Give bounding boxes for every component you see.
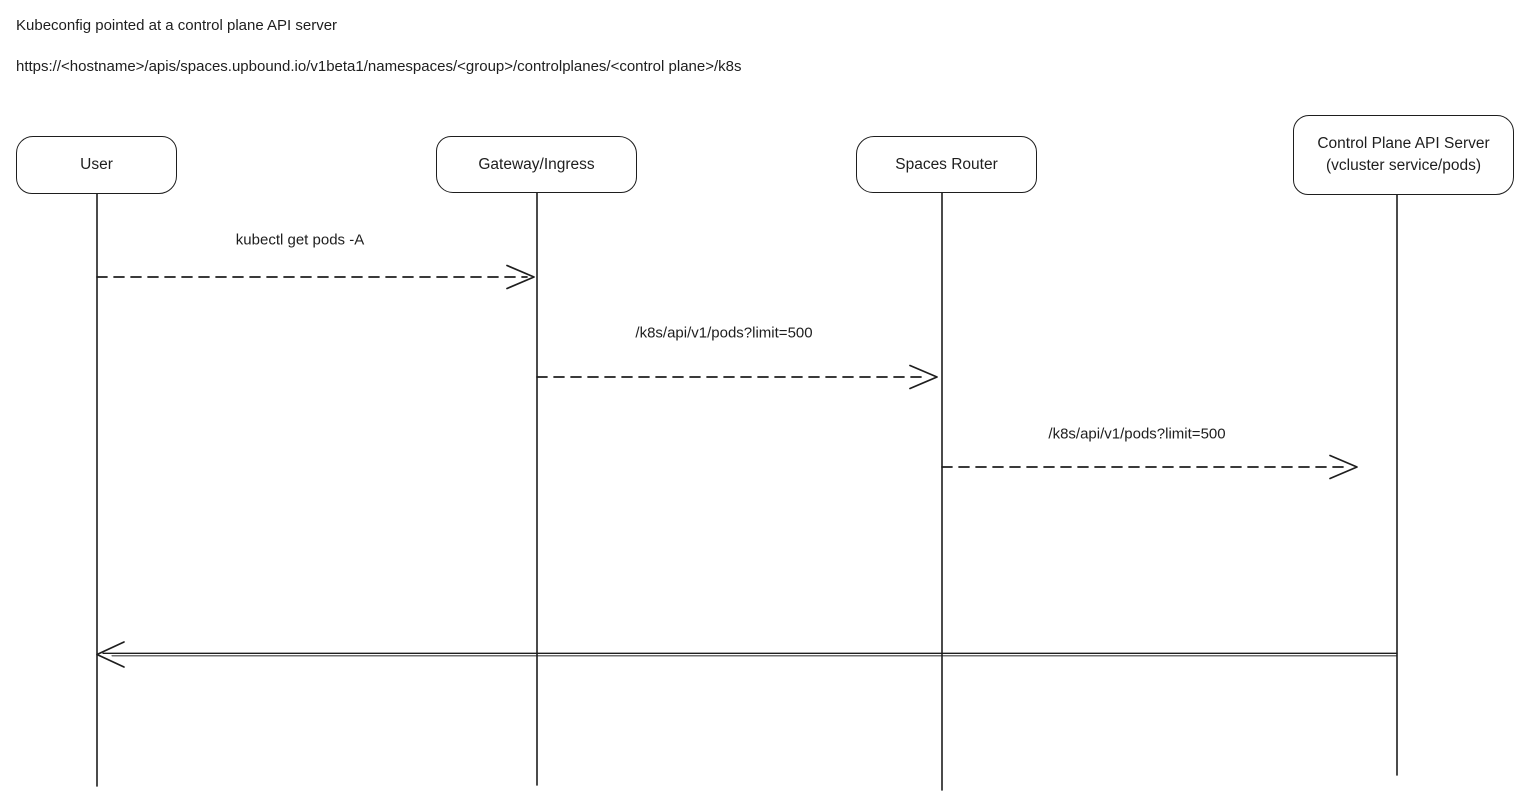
actor-user: User bbox=[16, 136, 177, 194]
actor-label: Spaces Router bbox=[895, 155, 998, 173]
diagram-title: Kubeconfig pointed at a control plane AP… bbox=[16, 17, 338, 34]
actor-label: User bbox=[80, 156, 113, 173]
actor-control-plane: Control Plane API Server (vcluster servi… bbox=[1293, 115, 1514, 195]
actor-spaces-router: Spaces Router bbox=[856, 136, 1037, 193]
response-arrow bbox=[96, 641, 1398, 668]
kubeconfig-url-text: https://<hostname>/apis/spaces.upbound.i… bbox=[16, 58, 742, 75]
message-2-arrow bbox=[536, 364, 938, 390]
actor-gateway-ingress: Gateway/Ingress bbox=[436, 136, 637, 193]
actor-label: Control Plane API Server bbox=[1317, 135, 1490, 152]
message-3-arrow bbox=[941, 454, 1358, 480]
actor-label: Gateway/Ingress bbox=[478, 155, 595, 173]
message-2-label: /k8s/api/v1/pods?limit=500 bbox=[635, 324, 813, 342]
message-1-label: kubectl get pods -A bbox=[235, 231, 365, 249]
message-3-label: /k8s/api/v1/pods?limit=500 bbox=[1048, 425, 1226, 443]
actor-sublabel: (vcluster service/pods) bbox=[1325, 157, 1482, 174]
message-1-arrow bbox=[96, 264, 535, 290]
